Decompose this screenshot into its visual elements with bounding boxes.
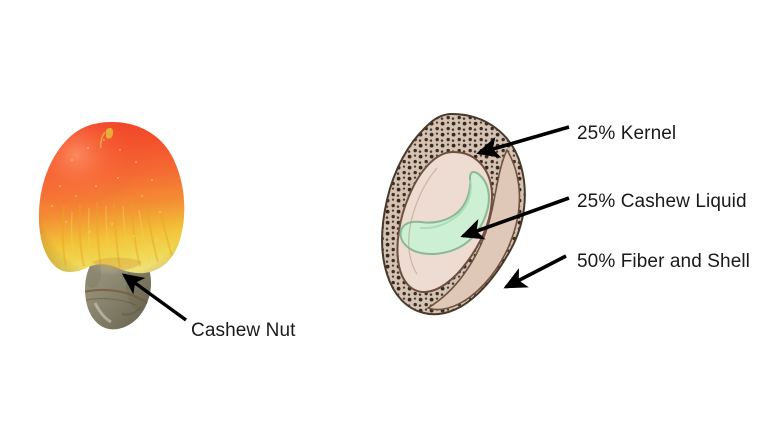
label-fiber-and-shell-percentage: 50% Fiber and Shell — [577, 251, 751, 272]
kernel-layer — [396, 150, 494, 294]
arrow-to-cashew-nut — [121, 273, 187, 322]
cashew-liquid-layer — [399, 171, 490, 256]
label-cashew-nut: Cashew Nut — [191, 320, 296, 341]
cashew-nut-shape — [85, 249, 151, 330]
kernel-inner-contour — [408, 167, 438, 275]
cashew-apple-shape — [38, 122, 185, 274]
arrow-to-cashew-liquid — [460, 196, 570, 240]
label-cashew-liquid-percentage: 25% Cashew Liquid — [577, 191, 747, 212]
shell-and-fiber-layer — [381, 112, 526, 316]
arrow-to-kernel — [476, 125, 570, 158]
arrow-to-fiber-and-shell — [503, 254, 567, 289]
label-kernel-percentage: 25% Kernel — [577, 123, 677, 144]
